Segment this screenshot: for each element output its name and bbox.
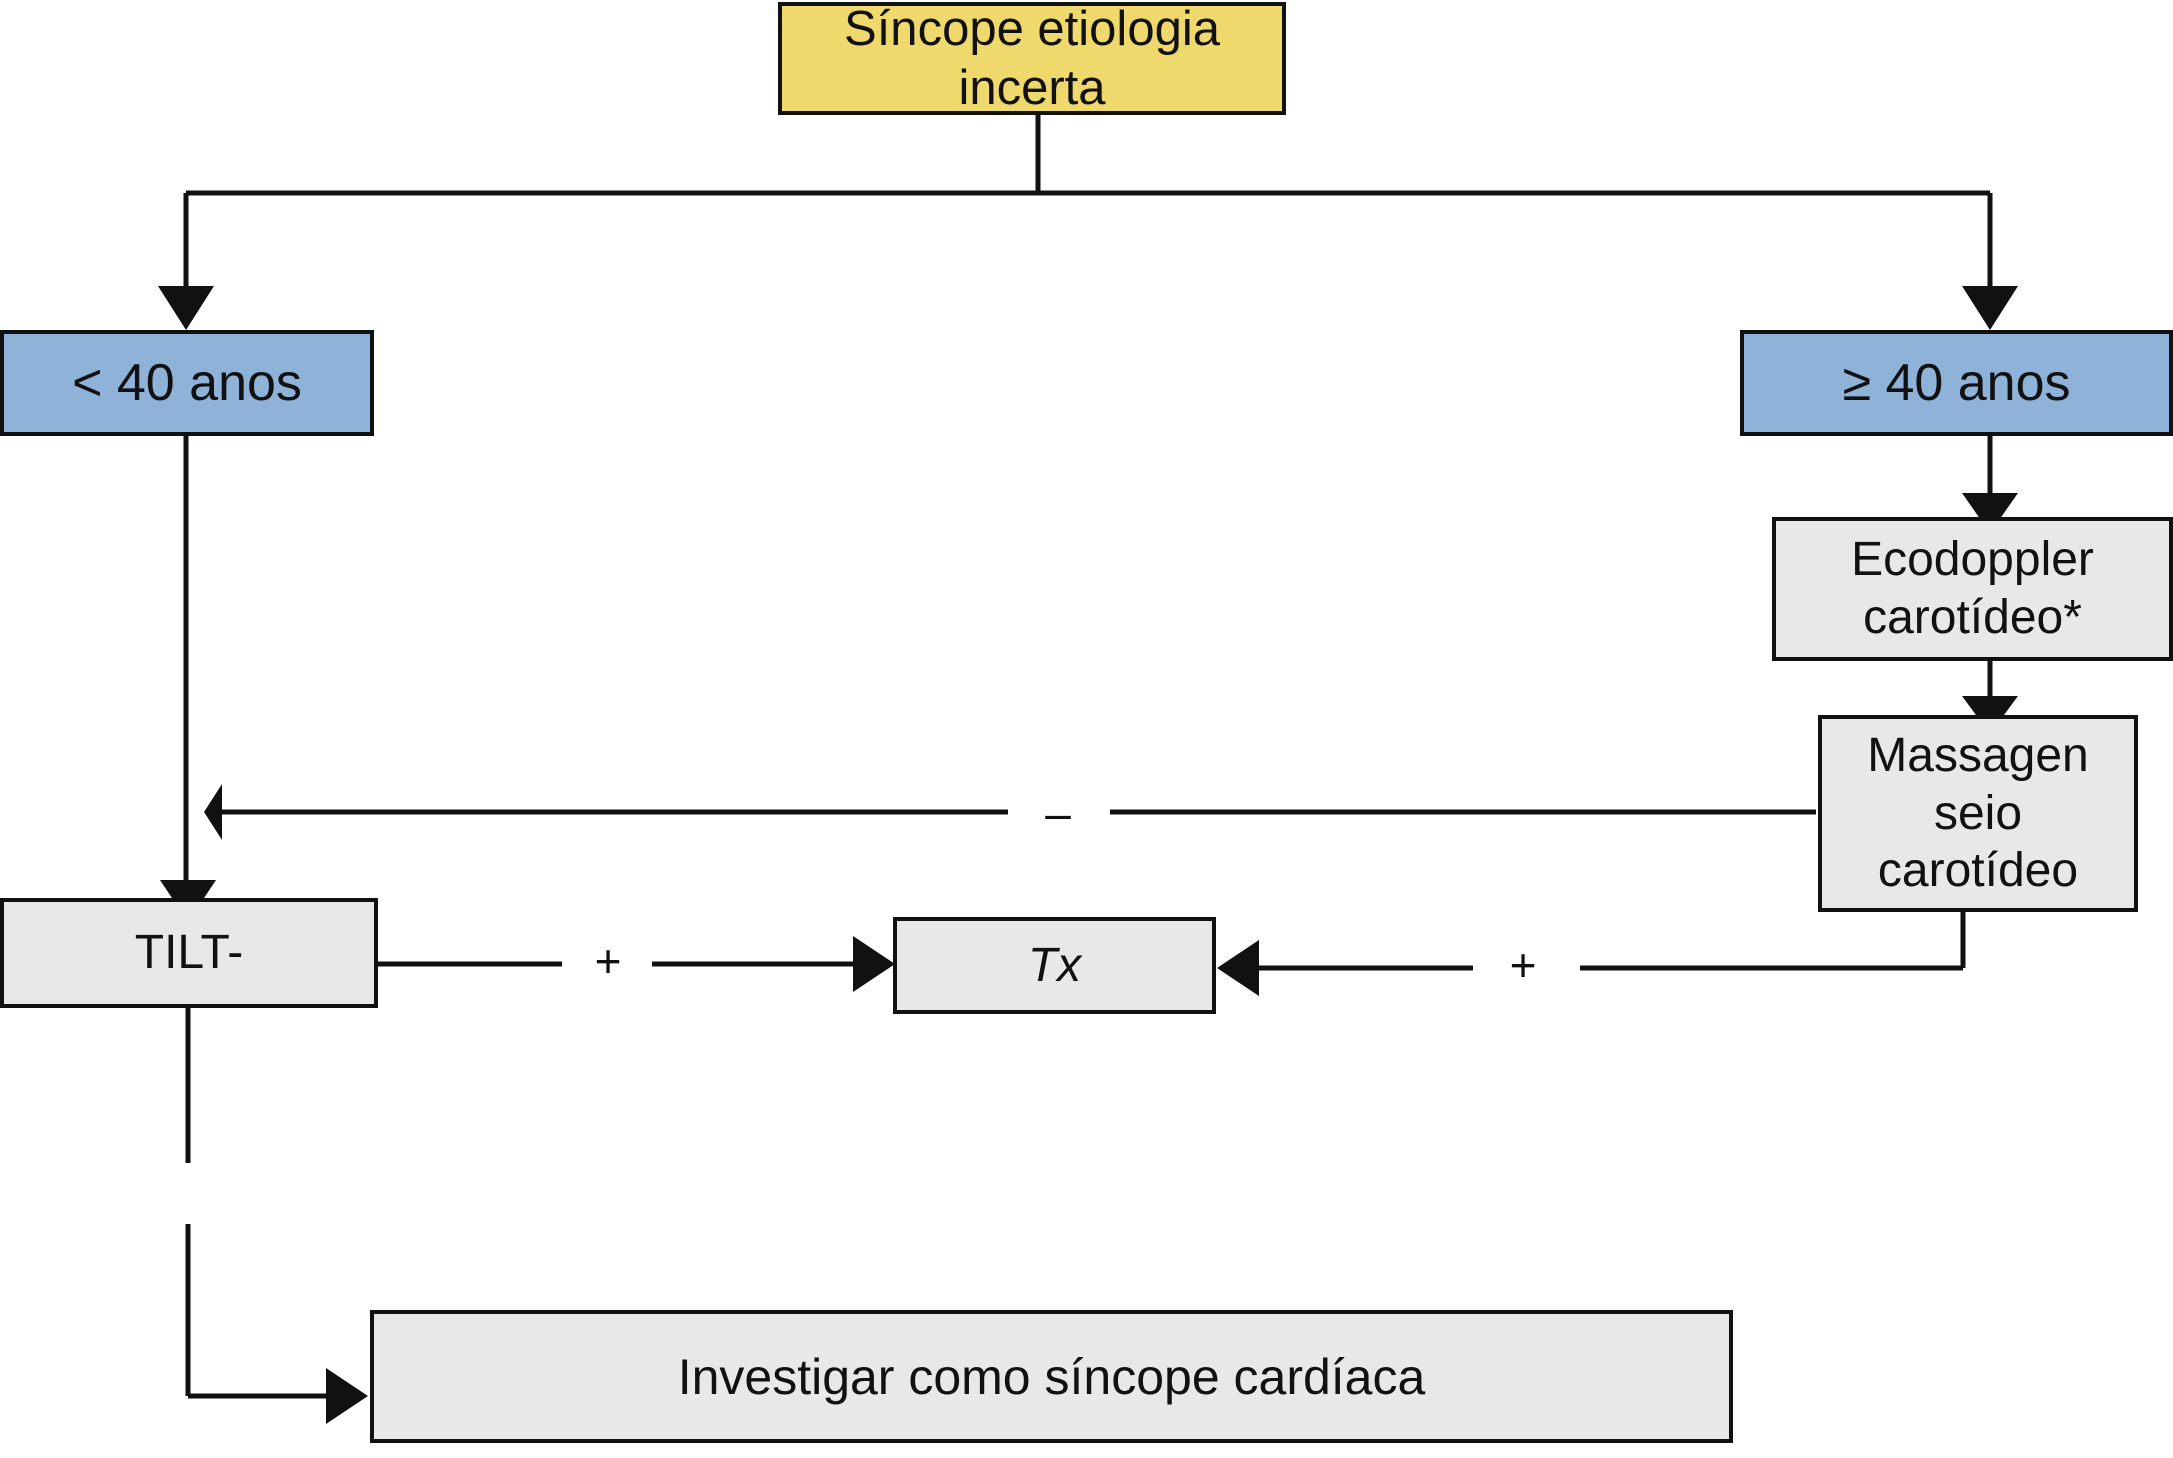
arrowhead-tx-left	[853, 936, 895, 992]
arrowhead-cardiaca	[326, 1368, 368, 1424]
node-age-under40-label: < 40 anos	[72, 353, 302, 412]
node-ecodoppler-label: Ecodoppler carotídeo*	[1851, 533, 2094, 644]
node-root-label: Síncope etiologia incerta	[844, 1, 1220, 115]
node-cardiaca[interactable]: Investigar como síncope cardíaca	[370, 1310, 1733, 1443]
arrow-heads	[158, 286, 2018, 1424]
node-massagem-label: Massagen seio carotídeo	[1867, 729, 2089, 898]
node-tx[interactable]: Tx	[893, 917, 1216, 1014]
arrowhead-under40	[158, 286, 214, 330]
arrowhead-tx-right	[1217, 940, 1259, 996]
edge-label-positive-massagem: +	[1509, 939, 1537, 991]
node-age-over40-label: ≥ 40 anos	[1842, 353, 2071, 412]
node-age-under40[interactable]: < 40 anos	[0, 330, 374, 436]
node-tilt[interactable]: TILT-	[0, 898, 378, 1008]
node-massagem[interactable]: Massagen seio carotídeo	[1818, 715, 2138, 912]
node-tx-label: Tx	[1027, 938, 1082, 992]
node-age-over40[interactable]: ≥ 40 anos	[1740, 330, 2173, 436]
node-root[interactable]: Síncope etiologia incerta	[778, 2, 1286, 115]
arrowhead-negative-to-tilt-trunk	[204, 784, 222, 840]
arrowhead-over40	[1962, 286, 2018, 330]
node-cardiaca-label: Investigar como síncope cardíaca	[677, 1348, 1426, 1405]
node-ecodoppler[interactable]: Ecodoppler carotídeo*	[1772, 517, 2173, 661]
node-tilt-label: TILT-	[134, 926, 244, 980]
arrowhead-ecodoppler	[1962, 493, 2018, 533]
edge-label-negative: –	[1045, 787, 1071, 839]
edge-label-positive-tilt: +	[594, 935, 622, 987]
